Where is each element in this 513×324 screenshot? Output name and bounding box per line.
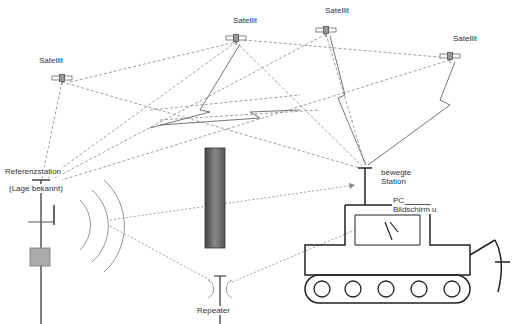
satellite-label: Satellit — [324, 6, 350, 15]
satellite-label: Satellit — [232, 16, 258, 25]
link-lines — [110, 183, 355, 282]
device-label: Bildschirm u — [392, 205, 438, 214]
device-label: PC — [392, 196, 405, 205]
track-wheels — [314, 281, 460, 297]
satellite-label: Satellit — [38, 56, 64, 65]
station-note: (Lage bekannt) — [8, 184, 64, 193]
satellite-icon — [226, 35, 246, 46]
reference-antenna — [28, 180, 54, 324]
satellite-icon — [440, 53, 460, 64]
satellite-icon — [316, 27, 336, 38]
station-label: Referenzstation — [4, 167, 62, 176]
station-label: bewegte Station — [380, 168, 426, 186]
tracked-vehicle — [305, 168, 510, 303]
radio-waves — [80, 180, 124, 272]
satellite-icon — [52, 75, 72, 86]
signal-lines — [42, 34, 450, 180]
repeater-label: Repeater — [196, 306, 231, 315]
obstacle-tower — [205, 148, 225, 248]
satellite-label: Satellit — [452, 34, 478, 43]
repeater-antenna — [208, 276, 232, 324]
radio-zigzag — [150, 36, 455, 165]
